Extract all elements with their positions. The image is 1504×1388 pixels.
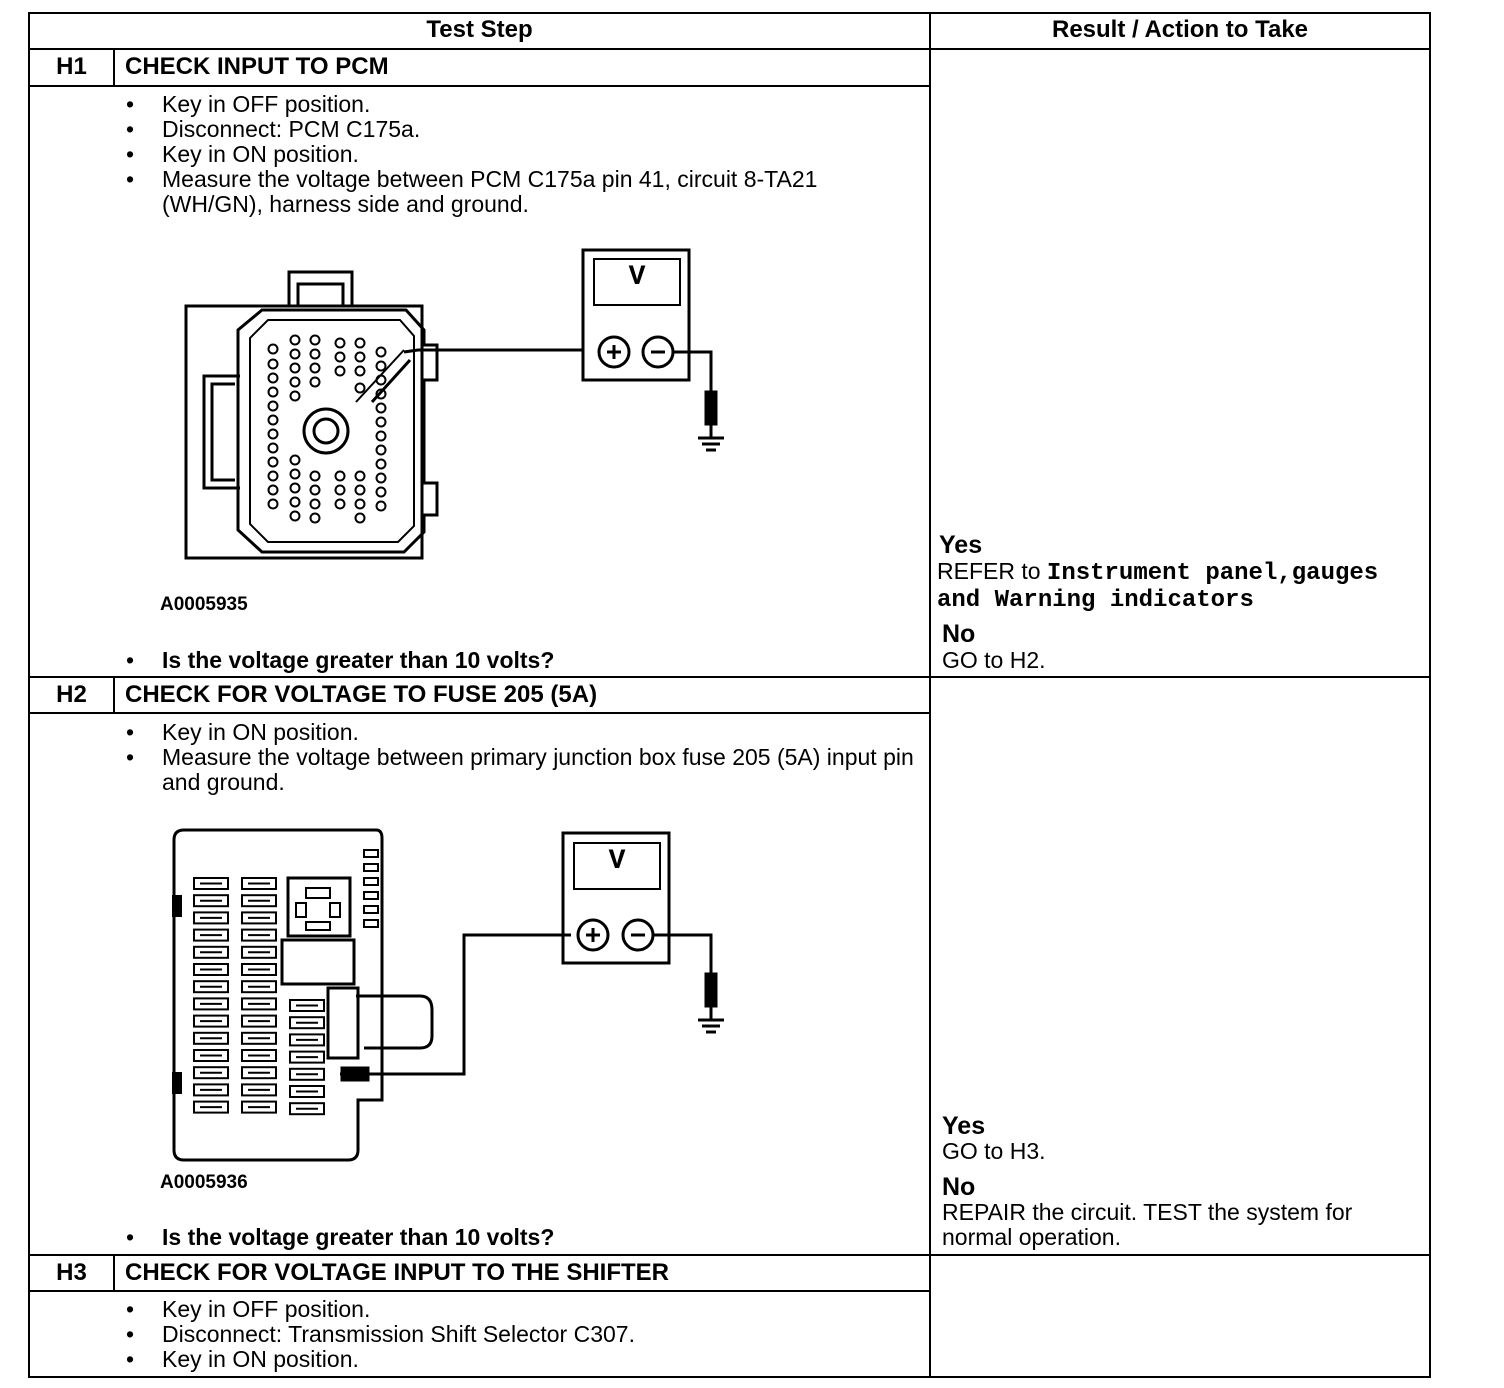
result-yes-text-h1: REFER to Instrument panel,gauges and War… — [937, 558, 1427, 614]
list-item: Key in ON position. — [126, 142, 916, 168]
step-title-h3: CHECK FOR VOLTAGE INPUT TO THE SHIFTER — [125, 1259, 670, 1286]
step-title-h2: CHECK FOR VOLTAGE TO FUSE 205 (5A) — [125, 681, 598, 708]
step-title-h1: CHECK INPUT TO PCM — [125, 53, 389, 80]
step-id-h2: H2 — [56, 681, 87, 708]
step-id-h1: H1 — [56, 53, 87, 80]
result-yes-ref-h1: Instrument panel,gauges and Warning indi… — [937, 560, 1379, 614]
meter-display-h2: V — [608, 846, 626, 877]
column-divider — [929, 12, 931, 1378]
list-item: Disconnect: Transmission Shift Selector … — [126, 1322, 916, 1348]
h2-instructions: Key in ON position. Measure the voltage … — [126, 720, 916, 795]
fuse-box-diagram — [172, 828, 724, 1162]
h2-title-divider — [28, 712, 931, 714]
h3-id-divider — [113, 1254, 115, 1292]
list-item: Key in OFF position. — [126, 92, 916, 118]
list-item: Key in ON position. — [126, 1347, 916, 1373]
list-item: Measure the voltage between primary junc… — [126, 745, 916, 795]
result-no-text-h1: GO to H2. — [942, 647, 1046, 673]
list-item: Key in OFF position. — [126, 1297, 916, 1323]
h1-h2-divider — [28, 676, 1431, 678]
h3-title-divider — [28, 1290, 931, 1292]
h2-h3-divider — [28, 1254, 1431, 1256]
h3-instructions: Key in OFF position. Disconnect: Transmi… — [126, 1297, 916, 1373]
question-h2: Is the voltage greater than 10 volts? — [126, 1225, 554, 1251]
pcm-connector-diagram — [184, 248, 724, 560]
table-left-border — [28, 12, 30, 1378]
meter-display-h1: V — [628, 262, 646, 293]
list-item: Measure the voltage between PCM C175a pi… — [126, 167, 916, 217]
table-bottom-border — [28, 1376, 1431, 1378]
result-yes-text-h2: GO to H3. — [942, 1138, 1046, 1164]
header-test-step: Test Step — [426, 16, 533, 43]
list-item: Key in ON position. — [126, 720, 916, 746]
table-right-border — [1429, 12, 1431, 1378]
question-h1: Is the voltage greater than 10 volts? — [126, 648, 554, 674]
figure-id-h1: A0005935 — [160, 594, 248, 615]
list-item: Disconnect: PCM C175a. — [126, 117, 916, 143]
h1-id-divider — [113, 48, 115, 87]
result-no-label-h1: No — [942, 620, 976, 648]
step-id-h3: H3 — [56, 1259, 87, 1286]
result-no-text-h2: REPAIR the circuit. TEST the system for … — [942, 1199, 1353, 1250]
result-yes-label-h1: Yes — [939, 531, 983, 559]
result-yes-label-h2: Yes — [942, 1112, 986, 1140]
table-top-border — [28, 12, 1431, 14]
result-no-label-h2: No — [942, 1173, 976, 1201]
figure-id-h2: A0005936 — [160, 1172, 248, 1193]
h1-title-divider — [28, 85, 931, 87]
header-result-action: Result / Action to Take — [1051, 16, 1309, 43]
h2-id-divider — [113, 676, 115, 714]
result-yes-prefix-h1: REFER to — [937, 558, 1041, 584]
h1-instructions: Key in OFF position. Disconnect: PCM C17… — [126, 92, 916, 217]
header-divider — [28, 48, 1431, 50]
